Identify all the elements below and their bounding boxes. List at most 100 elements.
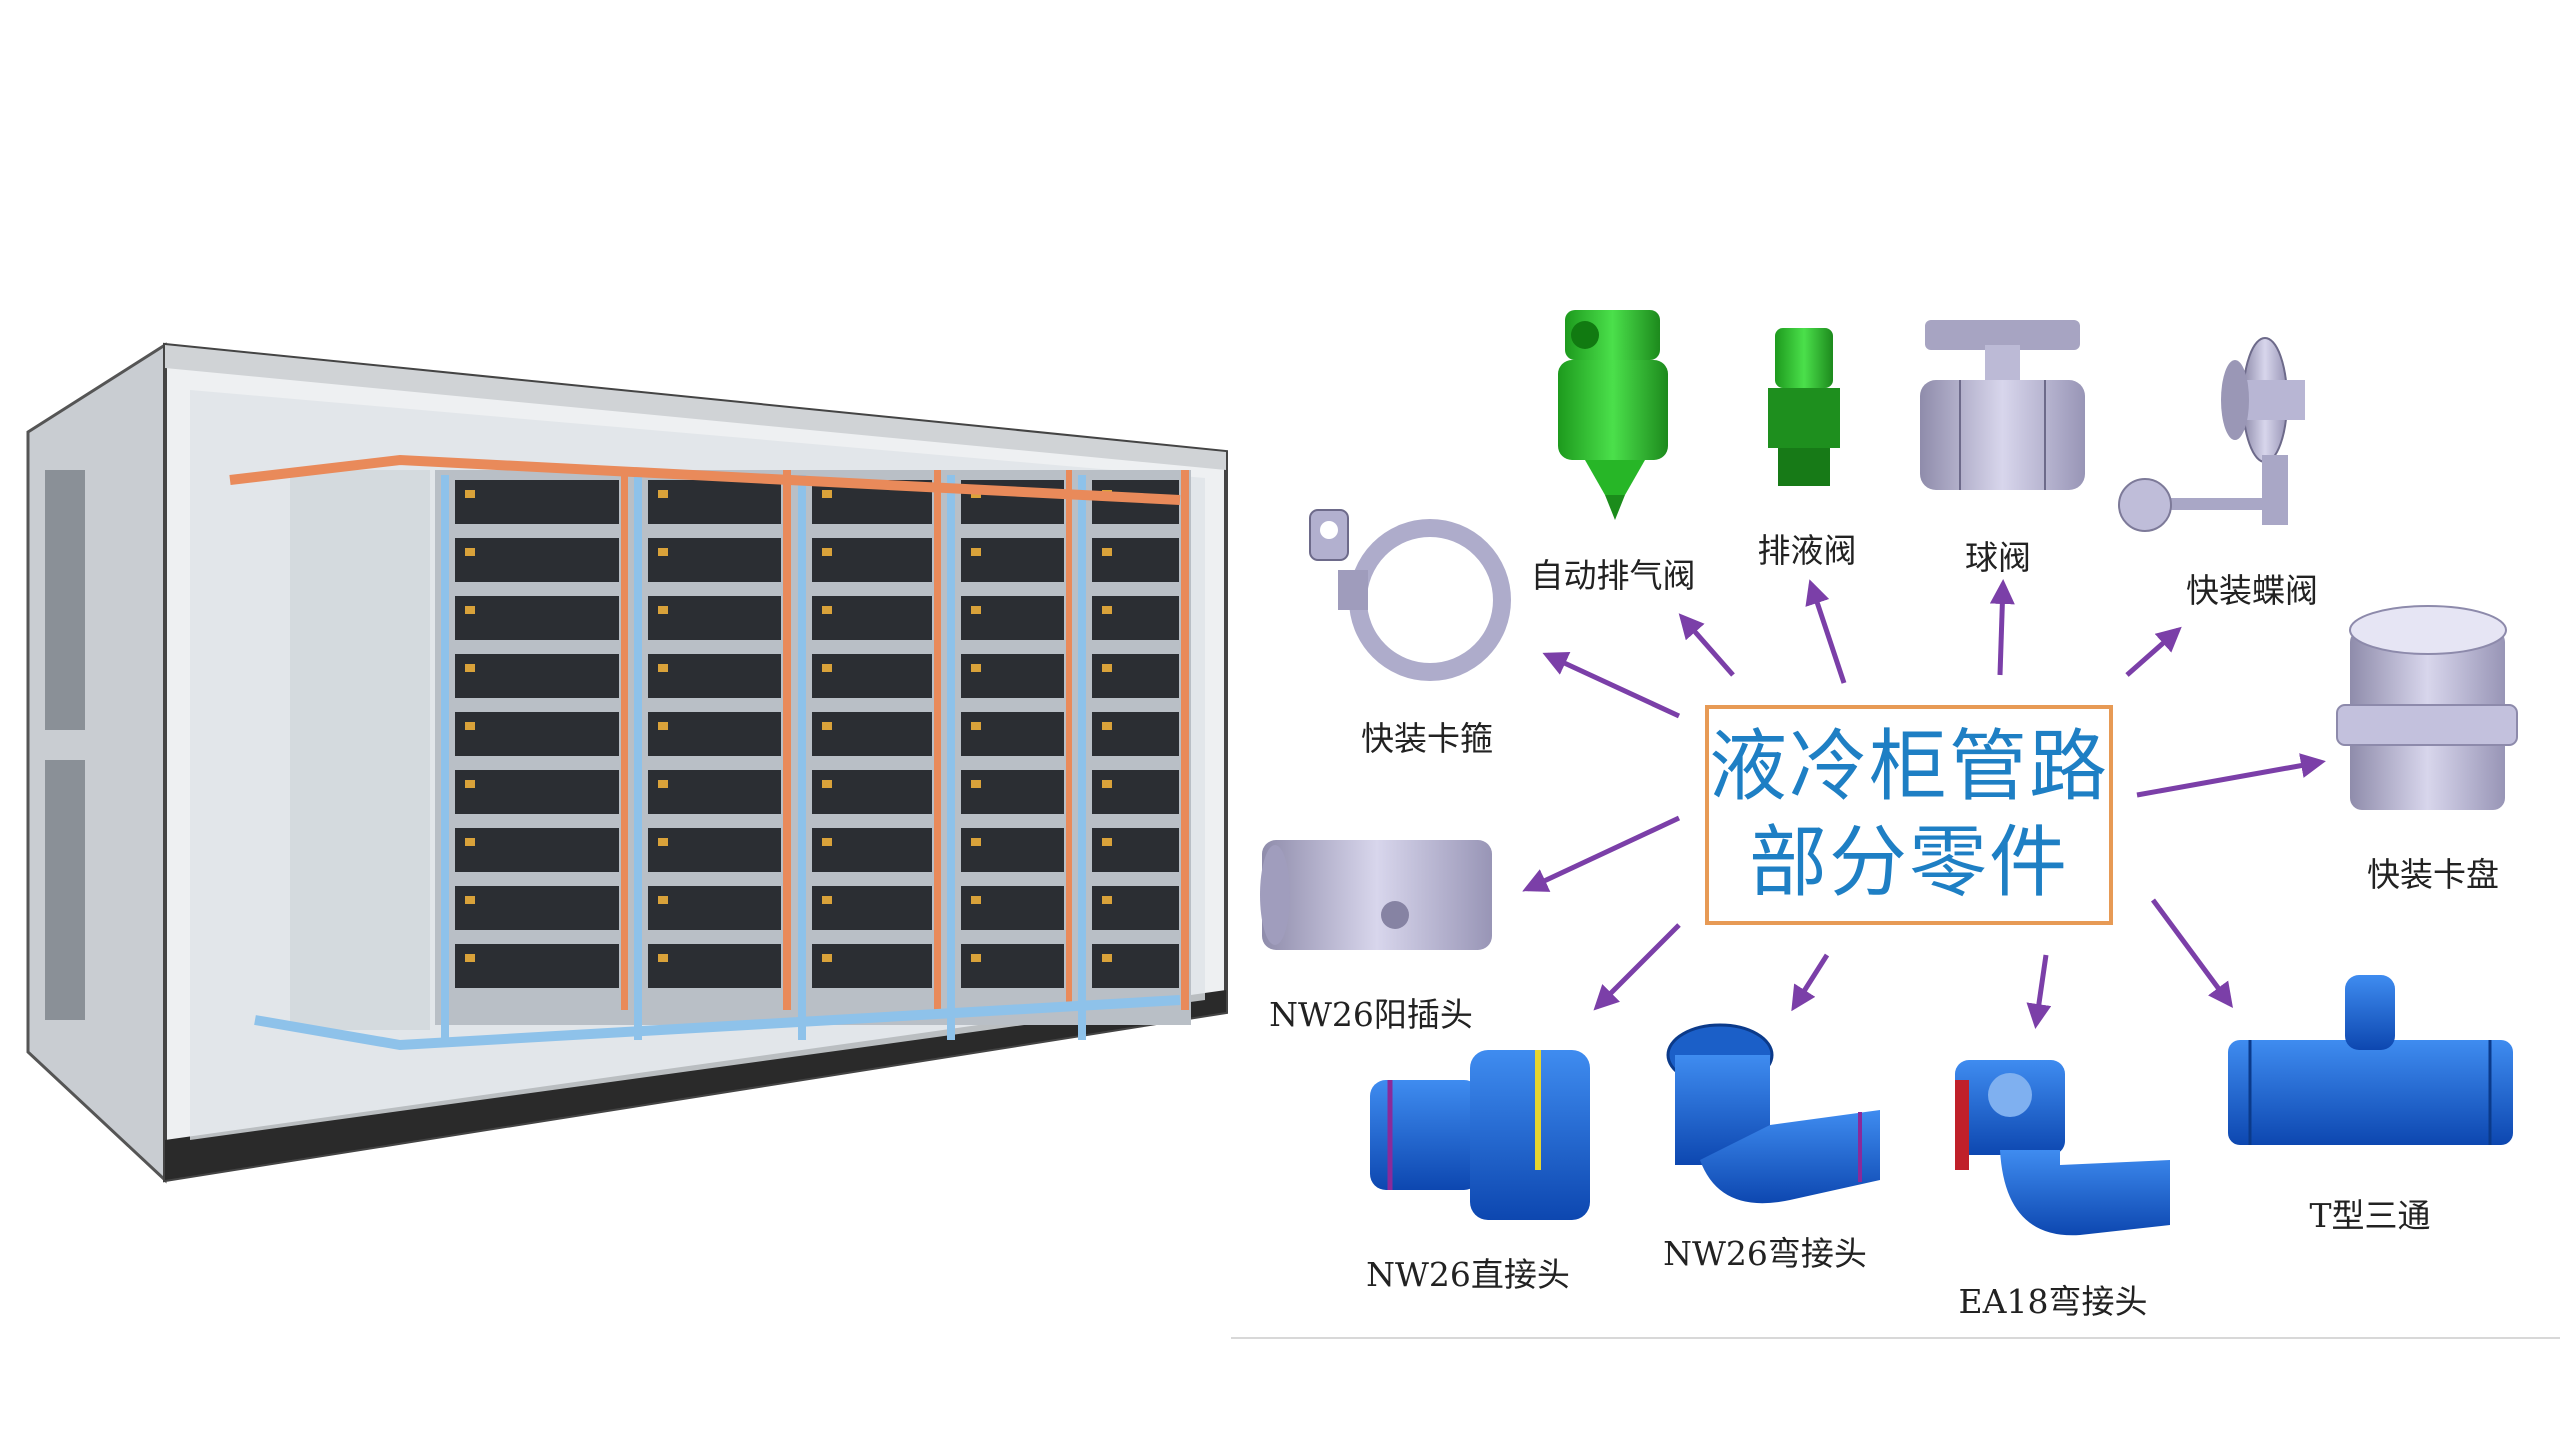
module-indicator [971, 606, 981, 614]
arrow-to-ball-valve [1989, 579, 2015, 676]
module-indicator [465, 548, 475, 556]
battery-module [648, 886, 781, 930]
battery-module [812, 712, 932, 756]
module-indicator [971, 896, 981, 904]
battery-module [812, 828, 932, 872]
label-t-tee: T型三通 [2309, 1196, 2431, 1235]
module-indicator [971, 722, 981, 730]
side-vent [45, 760, 85, 1020]
battery-module [812, 944, 932, 988]
title-line-2: 部分零件 [1748, 818, 2069, 908]
cabinet-base [165, 990, 1226, 1180]
arrow-to-nw26-male [1522, 815, 1681, 892]
battery-module [812, 596, 932, 640]
module-indicator [465, 780, 475, 788]
battery-module [961, 538, 1064, 582]
battery-module [648, 480, 781, 524]
bottom-divider [1231, 1337, 2560, 1339]
battery-module [455, 480, 619, 524]
module-indicator [658, 664, 668, 672]
module-indicator [822, 722, 832, 730]
battery-module [1092, 886, 1179, 930]
arrow-to-nw26-elbow [1791, 953, 1830, 1012]
arrow-to-quick-ferrule [2136, 753, 2326, 798]
cabinet-top-rail [165, 345, 1226, 470]
orange-coolant-pipe [229, 454, 1181, 505]
arrow-to-nw26-straight [1593, 923, 1681, 1011]
arrow-to-drain-valve [1805, 579, 1847, 684]
battery-module [455, 712, 619, 756]
battery-module [455, 886, 619, 930]
battery-module [961, 712, 1064, 756]
label-quick-clamp: 快装卡箍 [1361, 719, 1493, 758]
battery-module [648, 654, 781, 698]
ea18-elbow-connector-part [1955, 1060, 2170, 1236]
battery-module [961, 596, 1064, 640]
blue-coolant-pipe [254, 995, 1181, 1051]
module-indicator [465, 664, 475, 672]
battery-module [648, 538, 781, 582]
arrows [1522, 579, 2326, 1029]
module-indicator [658, 954, 668, 962]
battery-module [1092, 770, 1179, 814]
battery-module [961, 654, 1064, 698]
module-indicator [971, 838, 981, 846]
quick-ferrule-part [2336, 605, 2518, 810]
arrow-to-butterfly-valve [2125, 626, 2182, 677]
battery-module [648, 712, 781, 756]
module-indicator [658, 722, 668, 730]
ghost-rack [290, 470, 430, 1030]
module-indicator [658, 490, 668, 498]
t-tee-part [2228, 975, 2513, 1145]
label-nw26-elbow: NW26弯接头 [1663, 1234, 1867, 1273]
label-ea18-elbow: EA18弯接头 [1958, 1282, 2148, 1321]
module-indicator [1102, 896, 1112, 904]
label-air-vent-valve: 自动排气阀 [1530, 556, 1696, 595]
nw26-male-plug-part [1260, 840, 1492, 950]
module-indicator [822, 606, 832, 614]
battery-module [648, 596, 781, 640]
battery-module [1092, 596, 1179, 640]
battery-module [961, 886, 1064, 930]
label-quick-ferrule: 快装卡盘 [2367, 855, 2499, 894]
module-indicator [822, 954, 832, 962]
battery-module [812, 654, 932, 698]
battery-module [961, 828, 1064, 872]
module-indicator [822, 896, 832, 904]
module-indicator [465, 490, 475, 498]
label-nw26-straight: NW26直接头 [1366, 1255, 1570, 1294]
module-indicator [658, 606, 668, 614]
arrow-to-air-vent-valve [1678, 613, 1735, 677]
battery-module [648, 828, 781, 872]
label-nw26-male: NW26阳插头 [1269, 995, 1473, 1034]
label-drain-valve: 排液阀 [1757, 531, 1857, 570]
battery-module [648, 770, 781, 814]
battery-module [1092, 944, 1179, 988]
module-indicator [1102, 722, 1112, 730]
module-indicator [658, 838, 668, 846]
arrow-to-ea18-elbow [2026, 954, 2052, 1029]
drain-valve-part [1768, 328, 1840, 486]
module-indicator [465, 954, 475, 962]
ball-valve-part [1920, 320, 2085, 490]
liquid-cooling-cabinet-illustration [26, 342, 1228, 1184]
module-indicator [1102, 838, 1112, 846]
arrow-to-quick-clamp [1542, 652, 1681, 719]
title-box: 液冷柜管路 部分零件 [1705, 705, 2113, 925]
module-indicator [822, 548, 832, 556]
module-indicator [465, 722, 475, 730]
nw26-elbow-connector-part [1666, 1023, 1880, 1204]
module-indicator [971, 954, 981, 962]
battery-module [812, 886, 932, 930]
module-indicator [822, 780, 832, 788]
title-line-1: 液冷柜管路 [1709, 722, 2110, 812]
battery-module [961, 770, 1064, 814]
module-indicator [971, 780, 981, 788]
module-indicator [465, 838, 475, 846]
battery-racks [435, 470, 1191, 1040]
battery-module [812, 770, 932, 814]
battery-module [961, 944, 1064, 988]
module-indicator [822, 664, 832, 672]
battery-module [1092, 538, 1179, 582]
